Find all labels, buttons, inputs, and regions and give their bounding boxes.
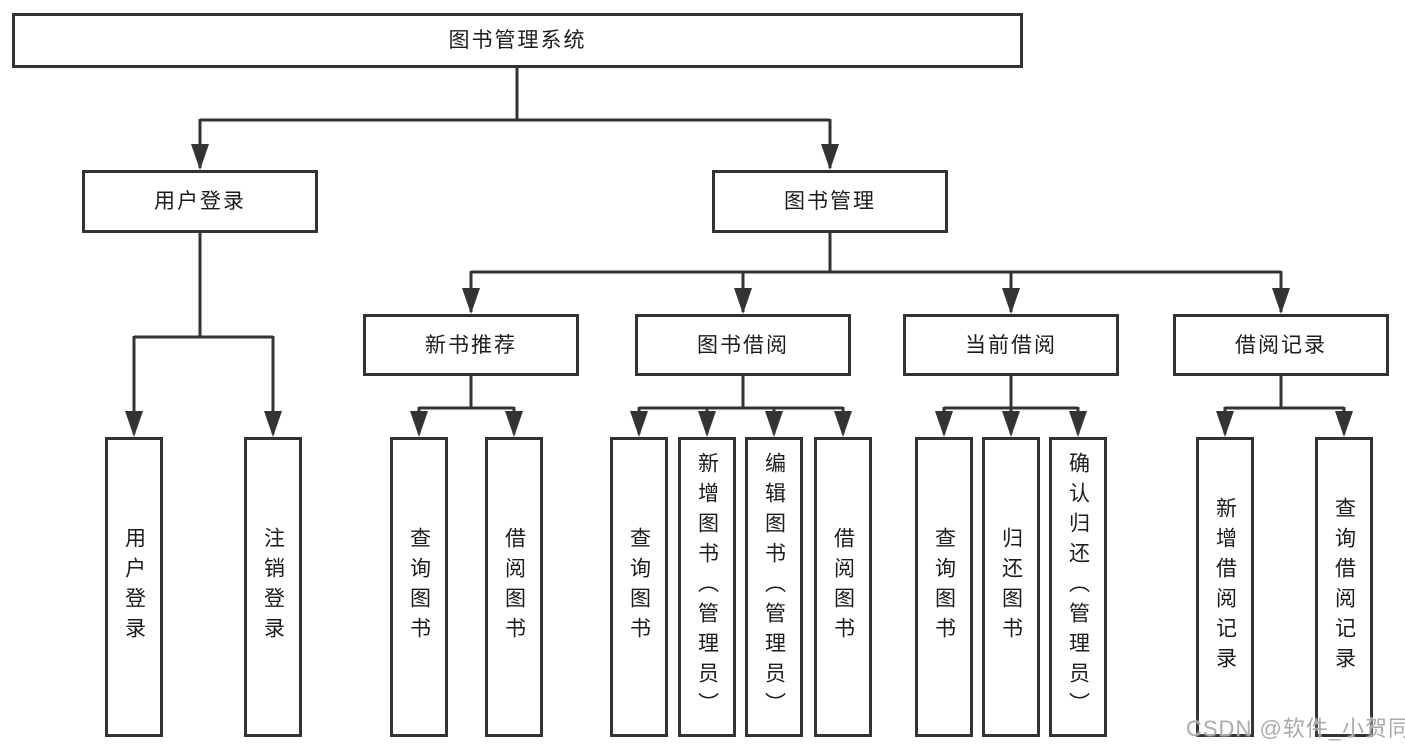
csdn-watermark: CSDN @软件_小贺同学 (1186, 716, 1405, 741)
node-label: 图书管理系统 (448, 29, 587, 52)
node-new-book-recommend: 新书推荐 (363, 314, 579, 376)
node-library-management-system: 图书管理系统 (12, 13, 1023, 68)
node-label: 确认归还（管理员） (1066, 452, 1090, 722)
node-label: 借阅图书 (831, 527, 855, 647)
leaf-query-books-recommend: 查询图书 (390, 437, 448, 737)
arrowheads (125, 144, 1353, 437)
leaf-add-book-admin: 新增图书（管理员） (678, 437, 736, 737)
node-label: 查询图书 (932, 527, 956, 647)
node-label: 用户登录 (122, 527, 146, 647)
leaf-logout: 注销登录 (244, 437, 302, 737)
node-label: 注销登录 (261, 527, 285, 647)
node-label: 新增借阅记录 (1213, 497, 1237, 677)
leaf-query-books-current: 查询图书 (915, 437, 973, 737)
node-label: 新增图书（管理员） (695, 452, 719, 722)
node-label: 图书借阅 (697, 333, 789, 357)
leaf-user-login: 用户登录 (105, 437, 163, 737)
leaf-query-books-borrow: 查询图书 (610, 437, 668, 737)
leaf-return-book: 归还图书 (982, 437, 1040, 737)
node-label: 用户登录 (154, 190, 246, 213)
node-borrow-records: 借阅记录 (1173, 314, 1389, 376)
node-label: 查询图书 (407, 527, 431, 647)
node-book-borrow: 图书借阅 (635, 314, 851, 376)
node-user-login: 用户登录 (82, 170, 318, 233)
leaf-query-borrow-record: 查询借阅记录 (1315, 437, 1373, 737)
node-label: 归还图书 (999, 527, 1023, 647)
leaf-edit-book-admin: 编辑图书（管理员） (745, 437, 803, 737)
leaf-add-borrow-record: 新增借阅记录 (1196, 437, 1254, 737)
node-current-borrow: 当前借阅 (903, 314, 1119, 376)
node-label: 查询图书 (627, 527, 651, 647)
node-label: 当前借阅 (965, 333, 1057, 357)
node-label: 图书管理 (784, 190, 876, 213)
leaf-borrow-books: 借阅图书 (814, 437, 872, 737)
node-label: 新书推荐 (425, 333, 517, 357)
node-book-management: 图书管理 (712, 170, 948, 233)
leaf-confirm-return-admin: 确认归还（管理员） (1049, 437, 1107, 737)
node-label: 借阅图书 (502, 527, 526, 647)
node-label: 查询借阅记录 (1332, 497, 1356, 677)
node-label: 借阅记录 (1235, 333, 1327, 357)
node-label: 编辑图书（管理员） (762, 452, 786, 722)
leaf-borrow-books-recommend: 借阅图书 (485, 437, 543, 737)
